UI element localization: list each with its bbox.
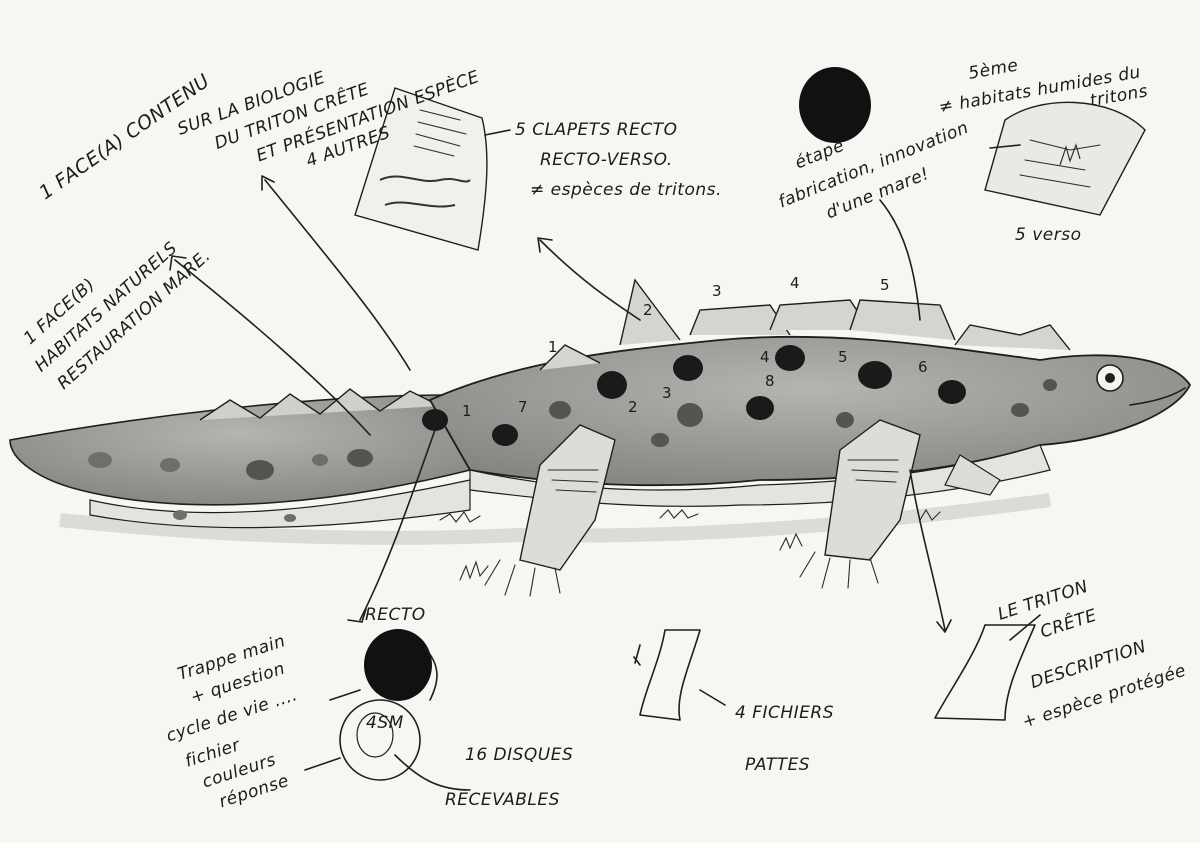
- fichiers-line-1: 4 FICHIERS: [735, 703, 834, 723]
- recto-label: RECTO: [365, 605, 426, 625]
- disques-line-1: 16 DISQUES: [465, 745, 573, 765]
- disc-outline: [340, 700, 420, 780]
- disc-bottom: [364, 629, 432, 701]
- annotation-fichiers: 4 FICHIERS PATTES: [735, 703, 834, 775]
- annotation-trappe: Trappe main + question cycle de vie ....…: [147, 631, 330, 821]
- annotation-clapets: 5 CLAPETS RECTO RECTO-VERSO. ≠ espèces d…: [515, 120, 722, 200]
- file-pattes: [640, 630, 700, 720]
- file-sketches: [640, 625, 1035, 720]
- clapets-line-3: ≠ espèces de tritons.: [530, 180, 722, 200]
- crest-number-4: 4: [790, 274, 800, 292]
- annotation-disques: 16 DISQUES RECEVABLES: [445, 745, 573, 810]
- file-triton: [935, 625, 1035, 720]
- crest-number-2: 2: [643, 301, 653, 319]
- fichiers-line-2: PATTES: [745, 755, 810, 775]
- spot-number-2: 2: [628, 398, 638, 416]
- spot-number-8: 8: [765, 372, 775, 390]
- clapets-line-2: RECTO-VERSO.: [540, 150, 673, 170]
- spot-number-7: 7: [518, 398, 528, 416]
- spot-number-6: 6: [918, 358, 928, 376]
- crest-number-5: 5: [880, 276, 890, 294]
- crest-number-3: 3: [712, 282, 722, 300]
- crest-number-1: 1: [548, 338, 558, 356]
- spot-number-1: 1: [462, 402, 472, 420]
- disc-top: [799, 67, 871, 143]
- spot-number-3: 3: [662, 384, 672, 402]
- newt-tail: [10, 389, 470, 528]
- spot-number-5: 5: [838, 348, 848, 366]
- spot-disc: [422, 409, 448, 431]
- spot-number-4: 4: [760, 348, 770, 366]
- disques-line-2: RECEVABLES: [445, 790, 560, 810]
- annotation-le-triton: LE TRITON CRÊTE DESCRIPTION + espèce pro…: [986, 556, 1189, 732]
- clapets-line-1: 5 CLAPETS RECTO: [515, 120, 677, 140]
- verso-label: 5 verso: [1015, 225, 1082, 245]
- annotation-face-b: 1 FACE(B) HABITATS NATURELS RESTAURATION…: [13, 204, 215, 397]
- habitat-card: [985, 102, 1145, 215]
- disc-label: 4SM: [366, 713, 404, 733]
- habitats-line-1: 5ème: [967, 55, 1020, 83]
